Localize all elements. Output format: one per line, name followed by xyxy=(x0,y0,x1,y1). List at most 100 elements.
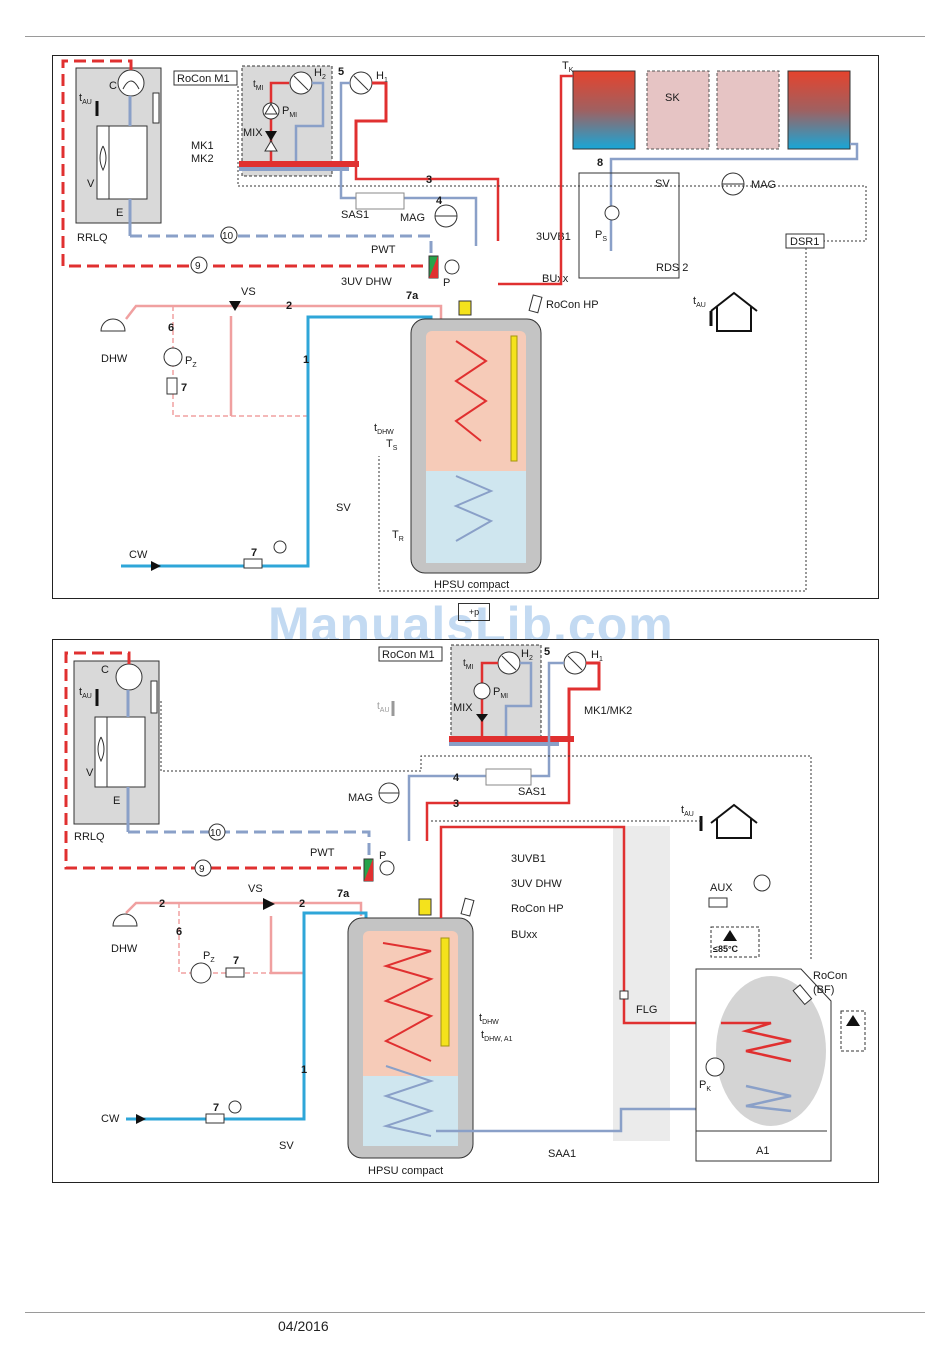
sas1-icon-2 xyxy=(485,768,532,786)
label-10: 10 xyxy=(222,231,234,242)
line-9 xyxy=(61,59,426,268)
solar-station-box xyxy=(578,172,680,279)
footer-rule xyxy=(25,1312,925,1313)
pump-p-icon xyxy=(444,259,460,275)
line-9-b xyxy=(64,651,361,870)
label-line-8: 8 xyxy=(597,157,603,169)
rocon-m1-box-2 xyxy=(378,646,443,662)
label-line-3-b: 3 xyxy=(453,798,459,810)
mix-valve-icon-2 xyxy=(476,714,488,722)
manifold-return xyxy=(239,167,349,171)
label-line-7a: 7a xyxy=(406,290,419,302)
label-line-3: 3 xyxy=(426,174,432,186)
mix-valve-icon xyxy=(265,131,277,141)
solar-supply-line xyxy=(498,74,573,286)
rocon-hp-icon-2 xyxy=(460,897,475,917)
label-dhw-2: DHW xyxy=(111,943,138,955)
line-2-b xyxy=(125,901,363,916)
mixer-pump-icon-2 xyxy=(473,682,491,700)
rrlq-controller-icon xyxy=(152,92,160,124)
line-1-b xyxy=(126,911,368,1151)
label-cw: CW xyxy=(129,549,148,561)
mixer-group-box xyxy=(241,65,333,177)
house-icon-2 xyxy=(710,803,758,839)
label-line-1: 1 xyxy=(303,354,309,366)
label-p-2: P xyxy=(379,850,386,862)
diagram-panel-boiler: C tAU V E RRLQ 9 10 RoCon M1 tAU tMI PMI… xyxy=(52,639,879,1183)
line-4-b xyxy=(407,774,516,841)
label-h1-2: H1 xyxy=(591,649,603,663)
label-rocon-m1-2: RoCon M1 xyxy=(382,649,435,661)
label-expansion-2: E xyxy=(113,795,120,807)
check-valve-icon xyxy=(166,377,178,395)
label-sv-2: SV xyxy=(279,1140,294,1152)
manometer-icon-2 xyxy=(228,1100,242,1114)
label-buxx-2: BUxx xyxy=(511,929,538,941)
label-3uvb1: 3UVB1 xyxy=(536,231,571,243)
label-ghost-tau: tAU xyxy=(377,701,390,714)
label-sk: SK xyxy=(665,92,680,104)
evaporator-icon xyxy=(96,125,148,200)
solar-collector-3 xyxy=(716,70,780,150)
label-line-4: 4 xyxy=(436,195,443,207)
label-mk1-mk2: MK1/MK2 xyxy=(584,705,632,717)
label-line-2-b2: 2 xyxy=(299,898,305,910)
line-6-b xyxy=(178,903,271,974)
label-tau-2: tAU xyxy=(79,686,92,700)
label-9: 9 xyxy=(195,261,201,272)
aux-contact-icon xyxy=(708,897,728,908)
label-10-b: 10 xyxy=(210,828,222,839)
cw-arrow-icon xyxy=(151,561,161,571)
cw-arrow-icon-2 xyxy=(136,1114,146,1124)
line-10-b xyxy=(128,830,371,859)
label-saa1: SAA1 xyxy=(548,1148,576,1160)
electric-heater-icon-2 xyxy=(418,898,432,916)
label-pmi: PMI xyxy=(282,105,297,119)
label-mag-2: MAG xyxy=(348,792,373,804)
label-pk: PK xyxy=(699,1079,711,1093)
label-rocon-m1: RoCon M1 xyxy=(177,73,230,85)
fan-icon-2 xyxy=(97,736,105,763)
warning-icon xyxy=(846,1015,860,1026)
heating-coil-2 xyxy=(382,942,434,1062)
shower-icon xyxy=(100,318,126,332)
pressure-symbol: +p xyxy=(458,603,490,621)
label-ps: PS xyxy=(595,229,607,243)
return-coil-2 xyxy=(382,1065,435,1137)
label-3uvb1-2: 3UVB1 xyxy=(511,853,546,865)
label-compressor-2: C xyxy=(101,664,109,676)
rocon-bf-icon xyxy=(792,984,813,1006)
evaporator-icon-2 xyxy=(94,716,146,788)
info-power-icon xyxy=(753,874,771,892)
label-pwt: PWT xyxy=(371,244,396,256)
label-aux: AUX xyxy=(710,882,733,894)
compressor-icon xyxy=(117,69,145,97)
mixer-pump-icon xyxy=(262,102,280,120)
label-mk1: MK1 xyxy=(191,140,214,152)
label-line-2-b1: 2 xyxy=(159,898,165,910)
check-valve-cw-icon xyxy=(243,558,263,569)
label-hpsu-compact-2: HPSU compact xyxy=(368,1165,443,1177)
label-vs-2: VS xyxy=(248,883,263,895)
label-line-7: 7 xyxy=(181,382,187,394)
sas1-icon xyxy=(355,192,405,210)
check-valve-icon-2 xyxy=(225,967,245,978)
label-rds2: RDS 2 xyxy=(656,262,688,274)
label-line-5: 5 xyxy=(338,66,344,78)
label-line-6-b: 6 xyxy=(176,926,182,938)
label-line-4-b: 4 xyxy=(453,772,460,784)
solar-collector-1 xyxy=(572,70,636,150)
boiler-supply-line xyxy=(439,825,721,1025)
label-mix-2: MIX xyxy=(453,702,473,714)
label-rocon-hp: RoCon HP xyxy=(546,299,599,311)
compressor-icon-2 xyxy=(115,663,143,691)
label-rocon-hp-2: RoCon HP xyxy=(511,903,564,915)
shower-icon-2 xyxy=(112,913,138,927)
circulation-pump-icon xyxy=(163,347,183,367)
rocon-hp-icon xyxy=(528,294,543,314)
circle-9-b xyxy=(194,859,212,877)
diagram-panel-solar: C tAU V E RRLQ 9 10 RoCon M1 tMI PMI MIX… xyxy=(52,55,879,599)
vs-valve-icon-2 xyxy=(263,898,275,910)
label-line-6: 6 xyxy=(168,322,174,334)
return-coil xyxy=(453,475,494,542)
